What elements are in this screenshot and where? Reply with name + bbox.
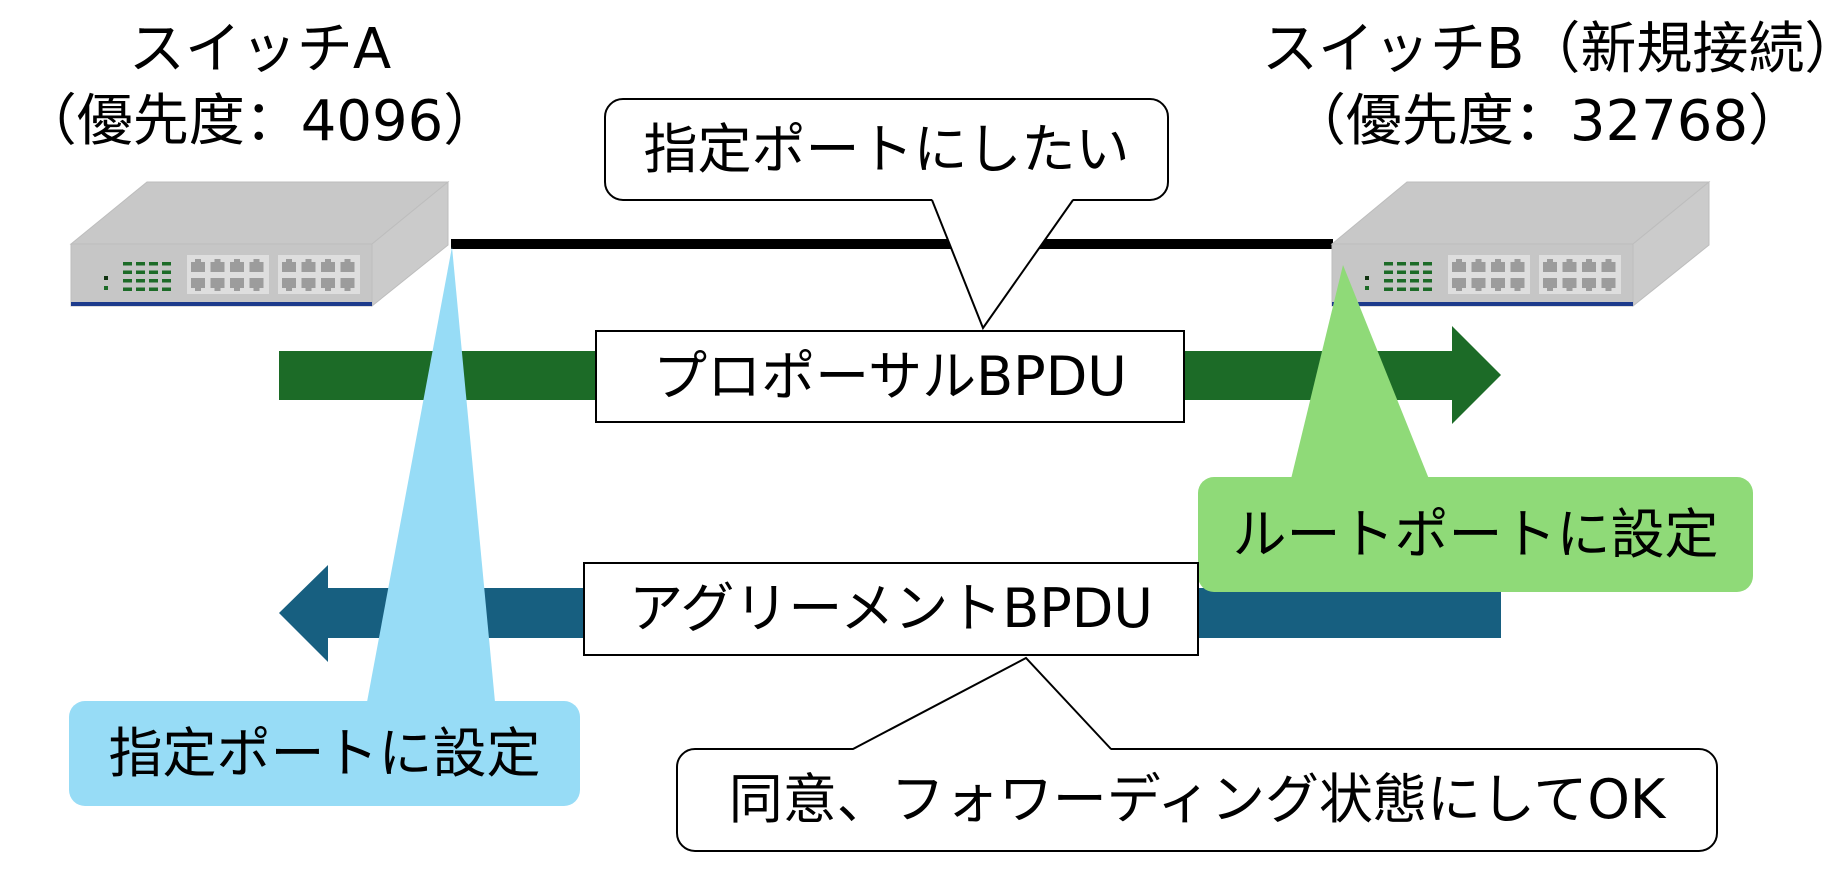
callout-agree-ok-text: 同意、フォワーディング状態にしてOK	[728, 768, 1666, 831]
callout-want-designated	[604, 98, 1169, 331]
port-led-icon	[1423, 270, 1432, 274]
power-led-icon	[1365, 276, 1369, 280]
rj45-port-icon	[1491, 259, 1505, 272]
port-led-icon	[1384, 270, 1393, 274]
port-led-icon	[1397, 287, 1406, 291]
rj45-port-icon	[282, 259, 296, 272]
rj45-port-icon	[1582, 259, 1596, 272]
port-led-icon	[123, 279, 132, 283]
designated-port-pointer	[367, 247, 495, 702]
port-led-icon	[1410, 287, 1419, 291]
port-led-icon	[162, 262, 171, 266]
switch-a-front-panel	[104, 255, 360, 294]
designated-port-box	[69, 701, 580, 806]
rj45-port-icon	[210, 259, 225, 272]
port-led-icon	[162, 270, 171, 274]
rj45-port-icon	[1510, 259, 1525, 272]
rj45-port-icon	[249, 259, 264, 272]
rj45-port-icon	[230, 259, 244, 272]
port-led-icon	[136, 262, 145, 266]
rj45-port-icon	[1452, 259, 1466, 272]
port-led-icon	[149, 287, 158, 291]
callout-want-designated-text: 指定ポートにしたい	[643, 117, 1130, 181]
rj45-port-icon	[1471, 278, 1486, 291]
rj45-port-icon	[301, 278, 316, 291]
rj45-port-icon	[1471, 259, 1486, 272]
power-led-icon	[104, 276, 108, 280]
port-led-icon	[136, 287, 145, 291]
port-led-icon	[149, 270, 158, 274]
designated-port-label: 指定ポートに設定	[108, 721, 541, 785]
port-led-icon	[1423, 279, 1432, 283]
rj45-port-icon	[301, 259, 316, 272]
rj45-port-icon	[191, 259, 205, 272]
rj45-port-icon	[210, 278, 225, 291]
rj45-port-icon	[340, 278, 355, 291]
callout-agree-ok	[676, 656, 1718, 852]
agreement-box	[583, 562, 1199, 656]
rj45-port-icon	[1582, 278, 1596, 291]
port-led-icon	[123, 287, 132, 291]
switch-b-icon	[1330, 180, 1711, 308]
port-led-icon	[162, 279, 171, 283]
agreement-label: アグリーメントBPDU	[629, 577, 1153, 640]
status-led-icon	[1365, 286, 1369, 290]
port-led-icon	[1423, 287, 1432, 291]
link-cable	[451, 239, 1333, 249]
proposal-label: プロポーサルBPDU	[653, 344, 1127, 408]
root-port-box	[1198, 477, 1753, 592]
port-led-icon	[1423, 262, 1432, 266]
rj45-port-icon	[1491, 278, 1505, 291]
port-led-icon	[1397, 262, 1406, 266]
rj45-port-icon	[1601, 259, 1616, 272]
rj45-port-icon	[1510, 278, 1525, 291]
status-led-icon	[104, 286, 108, 290]
port-led-icon	[149, 279, 158, 283]
port-led-icon	[162, 287, 171, 291]
port-led-icon	[149, 262, 158, 266]
rj45-port-icon	[321, 278, 335, 291]
rj45-port-icon	[230, 278, 244, 291]
port-led-icon	[136, 279, 145, 283]
port-led-icon	[1384, 287, 1393, 291]
port-led-icon	[136, 270, 145, 274]
rj45-port-icon	[1452, 278, 1466, 291]
switch-b-name: スイッチB（新規接続）	[1262, 17, 1832, 82]
port-led-icon	[1410, 279, 1419, 283]
rj45-port-icon	[340, 259, 355, 272]
port-led-icon	[123, 270, 132, 274]
port-led-icon	[1397, 270, 1406, 274]
port-led-icon	[1384, 279, 1393, 283]
port-led-icon	[1410, 262, 1419, 266]
switch-a-priority: （優先度：4096）	[20, 89, 500, 154]
root-port-pointer	[1291, 265, 1429, 479]
root-port-label: ルートポートに設定	[1232, 502, 1719, 566]
rj45-port-icon	[1562, 259, 1577, 272]
rj45-port-icon	[249, 278, 264, 291]
port-led-icon	[1397, 279, 1406, 283]
rj45-port-icon	[1543, 278, 1557, 291]
switch-b-front-panel	[1365, 255, 1621, 294]
port-led-icon	[1384, 262, 1393, 266]
rj45-port-icon	[1543, 259, 1557, 272]
port-led-icon	[123, 262, 132, 266]
rj45-port-icon	[1601, 278, 1616, 291]
rj45-port-icon	[191, 278, 205, 291]
port-led-icon	[1410, 270, 1419, 274]
switch-a-name: スイッチA	[128, 17, 392, 82]
switch-b-priority: （優先度：32768）	[1289, 89, 1805, 154]
proposal-box	[595, 330, 1185, 423]
rj45-port-icon	[1562, 278, 1577, 291]
rj45-port-icon	[282, 278, 296, 291]
rj45-port-icon	[321, 259, 335, 272]
